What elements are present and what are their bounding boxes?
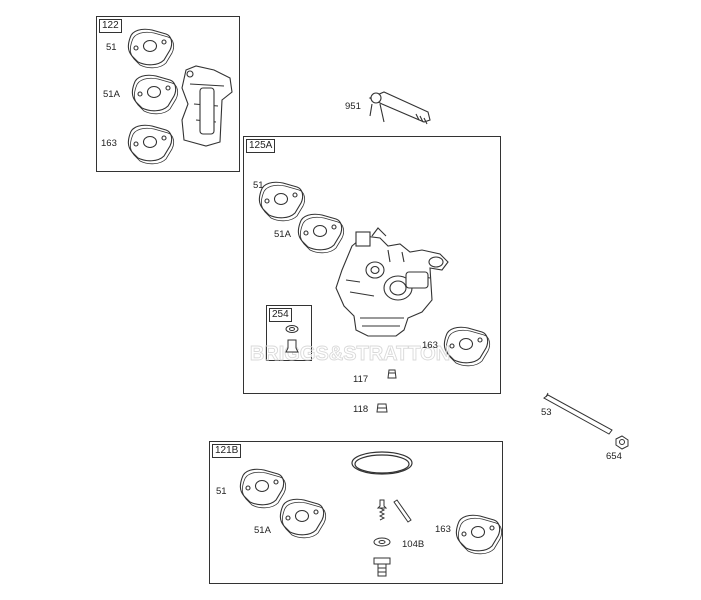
callout-51-kit121b: 51 [216,486,227,497]
carburetor [335,227,449,337]
gasket-163-kit121b [455,514,503,555]
kit-121b-tag: 121B [212,444,242,458]
callout-117: 117 [353,374,369,385]
shaft-53 [543,392,613,435]
needle-valve [376,499,388,521]
kit-254-parts [285,325,299,353]
gasket-51a-kit125a [297,213,345,254]
callout-51-kit125a: 51 [253,180,264,191]
callout-51a-kit125a: 51A [274,229,291,240]
callout-51a-kit121b: 51A [254,525,271,536]
gasket-51a-kit122 [131,74,179,115]
part-118 [376,403,388,413]
callout-163-kit122: 163 [101,138,117,149]
nut-654 [615,435,629,450]
kit-125a-tag: 125A [246,139,276,153]
intake-spacer [181,65,233,147]
callout-163-kit125a: 163 [422,340,438,351]
callout-51-kit122: 51 [106,42,117,53]
gasket-51-kit121b [239,468,287,509]
gasket-163-kit125a [443,326,491,367]
seat-washer [373,537,391,547]
gasket-51-kit125a [258,181,306,222]
float-bowl-gasket-ring [351,451,413,475]
brand-watermark: BRIGGS&STRATTON [250,343,450,365]
float-pin-104b [393,499,412,523]
gasket-163-kit122 [127,124,175,165]
kit-121b-box: 121B [209,441,503,584]
kit-122-box: 122 [96,16,240,172]
kit-254-tag: 254 [269,308,292,322]
kit-254-box: 254 [266,305,312,361]
callout-118: 118 [353,404,369,415]
callout-163-kit121b: 163 [435,524,451,535]
callout-51a-kit122: 51A [103,89,120,100]
callout-53: 53 [541,407,552,418]
callout-654: 654 [606,451,622,462]
part-117 [387,369,397,379]
gasket-51-kit122 [127,28,175,69]
gasket-51a-kit121b [279,498,327,539]
callout-104b-kit121b: 104B [402,539,425,550]
throttle-lever [368,91,431,125]
callout-951: 951 [345,101,361,112]
kit-122-tag: 122 [99,19,122,33]
bowl-screw [373,557,391,577]
kit-125a-box: 125A [243,136,501,394]
